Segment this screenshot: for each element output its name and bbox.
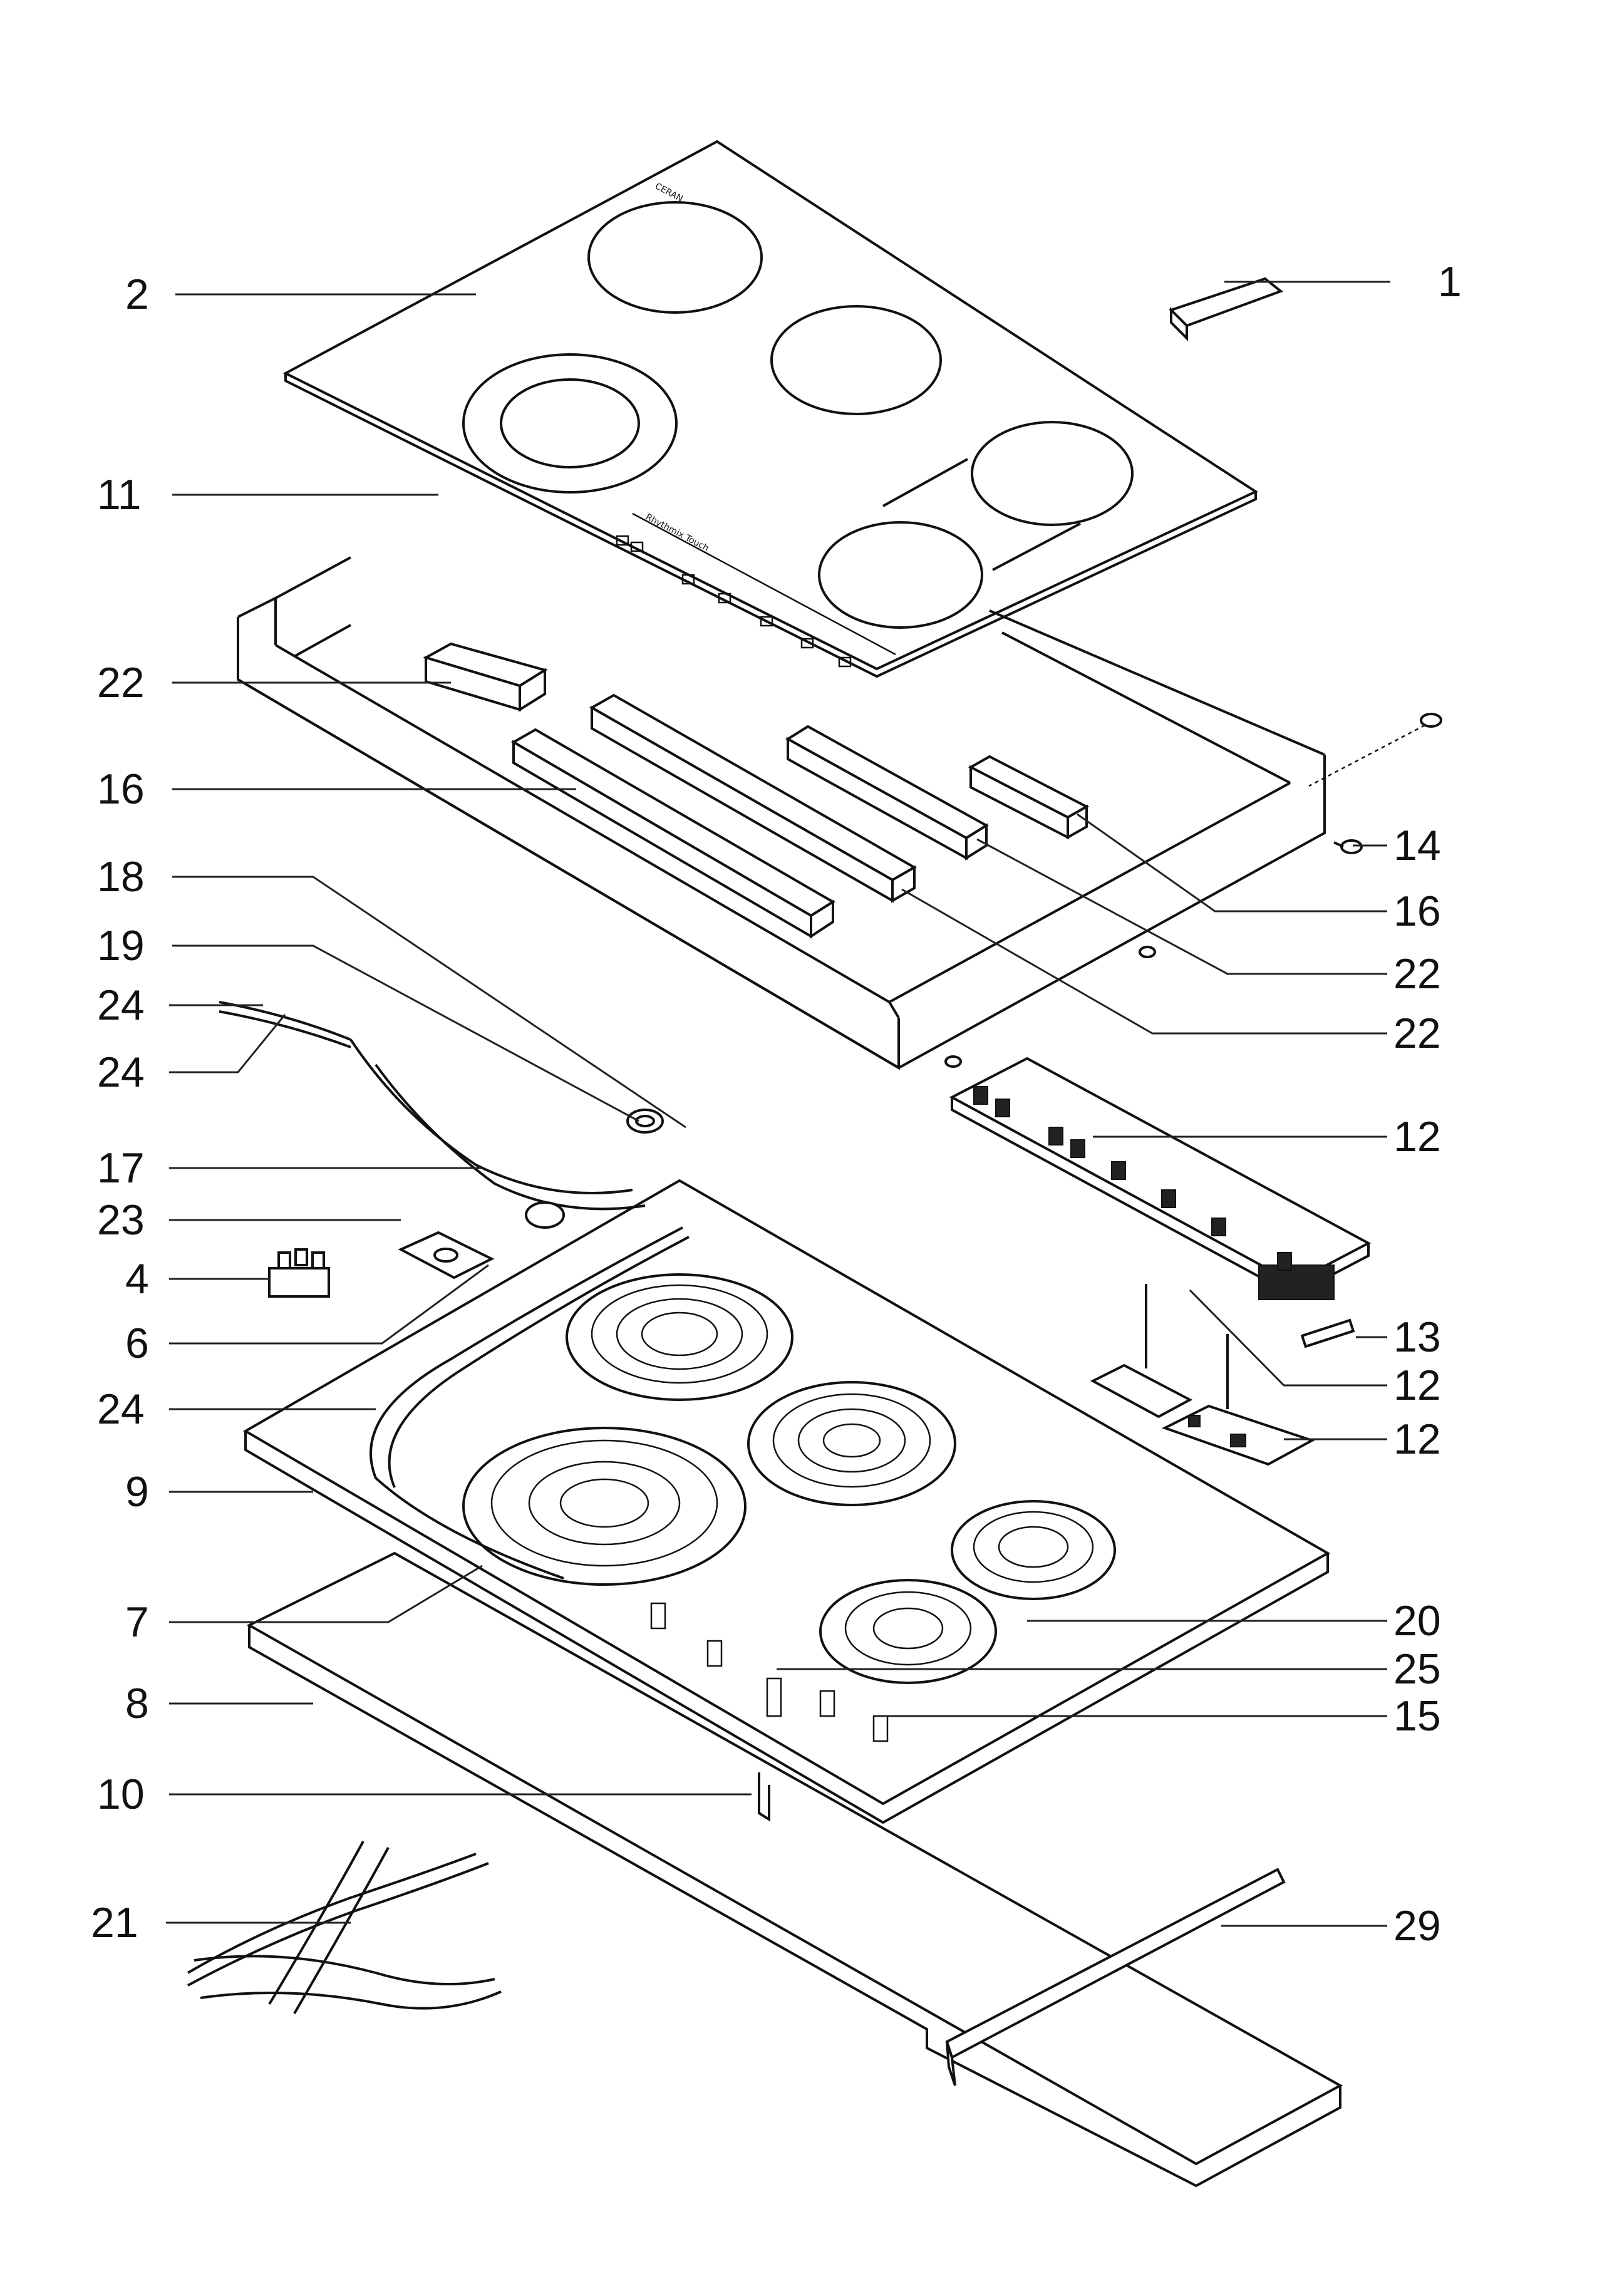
callout-8: 8 (125, 1680, 149, 1727)
callout-17: 17 (97, 1144, 145, 1192)
callout-16-left: 16 (97, 765, 145, 813)
leader-22c (901, 888, 1387, 1035)
callout-13: 13 (1393, 1313, 1441, 1361)
callout-11: 11 (97, 471, 142, 519)
scraper (1169, 277, 1284, 341)
insulation-block-22-left (422, 642, 548, 712)
callout-6: 6 (125, 1320, 149, 1367)
callout-24-middle: 24 (97, 1048, 145, 1096)
callout-23: 23 (97, 1196, 145, 1244)
callout-22-left: 22 (97, 659, 145, 706)
control-board (949, 1057, 1372, 1300)
terminal-block (268, 1248, 330, 1298)
wiring-harness (187, 1841, 502, 2015)
insulation-block-16-left (510, 728, 835, 939)
heating-element-front-right (819, 1579, 997, 1684)
internal-wiring (370, 1226, 690, 1580)
strain-relief-bracket (398, 1231, 495, 1280)
side-strip (945, 1868, 1286, 2086)
callout-7: 7 (125, 1598, 149, 1646)
heating-element-dual-front-left (462, 1427, 747, 1586)
insulation-block-22-right (785, 725, 989, 861)
power-boards (1090, 1284, 1316, 1466)
leader-22b (976, 838, 1387, 975)
callout-22-right-upper: 22 (1393, 950, 1441, 998)
callout-19: 19 (97, 922, 145, 970)
leader-6 (169, 1264, 489, 1345)
callout-21: 21 (91, 1899, 138, 1947)
insulation-blocks (422, 642, 1090, 939)
leader-19 (172, 944, 639, 1122)
callout-15: 15 (1393, 1692, 1441, 1740)
leader-12b (1189, 1289, 1387, 1387)
callout-10: 10 (97, 1771, 145, 1818)
insulation-block-16-right (968, 755, 1090, 840)
spring-clip (758, 1772, 770, 1822)
screws (944, 713, 1442, 1068)
frame (237, 556, 1326, 1070)
callout-12-control-board: 12 (1393, 1113, 1441, 1161)
leader-lines (166, 281, 1390, 1927)
callout-16-right: 16 (1393, 887, 1441, 935)
callout-4: 4 (125, 1255, 149, 1303)
base-tray (243, 1179, 1331, 1824)
leader-7 (169, 1564, 483, 1623)
callout-18: 18 (97, 853, 145, 901)
callout-20: 20 (1393, 1597, 1441, 1645)
touch-control-keys (616, 535, 852, 668)
fuse (1300, 1318, 1355, 1348)
mains-cable-and-conduit (219, 1001, 664, 1229)
heating-element-center (747, 1381, 956, 1506)
springs (650, 1602, 889, 1742)
callout-22-right-lower: 22 (1393, 1010, 1441, 1057)
callout-25: 25 (1393, 1645, 1441, 1693)
callout-12-power-board: 12 (1393, 1415, 1441, 1463)
callout-14: 14 (1393, 822, 1441, 869)
heating-element-rear-right (951, 1500, 1116, 1600)
callout-9: 9 (125, 1468, 149, 1516)
leader-24b (169, 1014, 286, 1073)
callout-2: 2 (125, 271, 149, 318)
leader-16b (1077, 813, 1387, 913)
pcb-buttons (973, 1086, 1292, 1271)
glass-ceramic-top: CERAN Rhythmix Touch (282, 140, 1259, 678)
heating-element-rear-left (566, 1273, 793, 1401)
callout-24-bottom: 24 (97, 1385, 145, 1433)
insulation-block-22-center (589, 693, 917, 903)
callout-24-top: 24 (97, 981, 145, 1029)
callout-1: 1 (1438, 258, 1462, 306)
callout-29: 29 (1393, 1902, 1441, 1950)
leader-18 (172, 876, 686, 1129)
heating-elements (462, 1273, 1116, 1684)
bottom-cover (246, 1551, 1343, 2188)
callout-12-cable: 12 (1393, 1362, 1441, 1409)
